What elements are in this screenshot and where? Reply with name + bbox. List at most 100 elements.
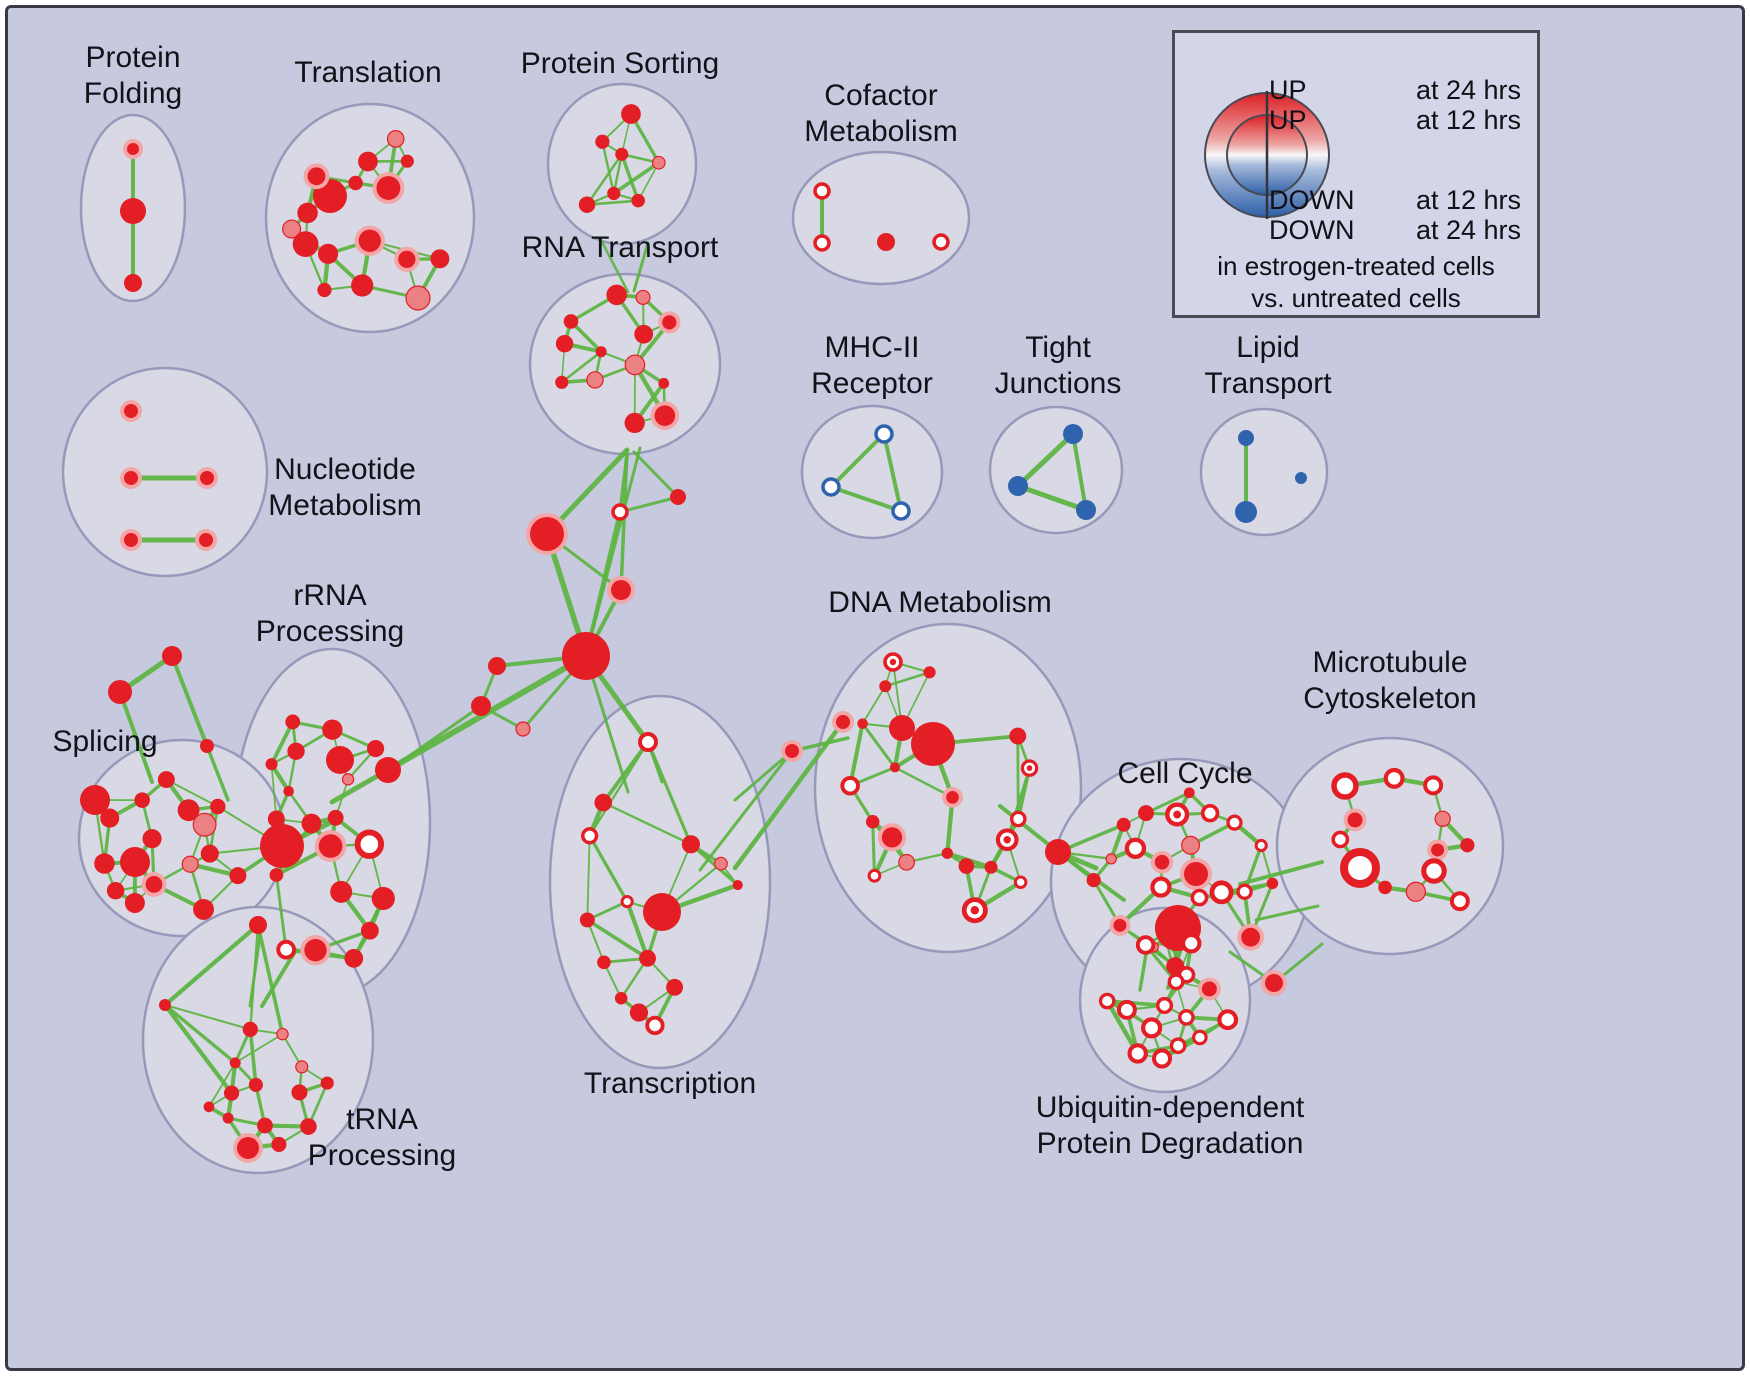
- gene-node: [291, 1084, 308, 1101]
- gene-node: [1192, 1029, 1208, 1046]
- network-edge: [170, 654, 209, 748]
- gene-node: [1181, 835, 1201, 855]
- gene-node: [579, 912, 595, 928]
- gene-node: [157, 771, 175, 789]
- gene-node: [1421, 858, 1447, 884]
- network-edge: [208, 1061, 237, 1108]
- network-edge: [560, 350, 603, 384]
- cluster-label-rrna-processing: rRNA Processing: [255, 579, 405, 648]
- gene-node: [515, 721, 531, 737]
- legend-row-down-12: DOWN at 12 hrs: [1269, 185, 1521, 216]
- legend-row-down-24: DOWN at 24 hrs: [1269, 215, 1521, 246]
- network-edge: [586, 918, 605, 964]
- gene-node: [344, 949, 364, 968]
- gene-node: [714, 856, 728, 871]
- gene-node: [923, 666, 936, 679]
- gene-node: [488, 657, 506, 675]
- network-edge: [601, 140, 616, 195]
- gene-node-core: [889, 658, 897, 666]
- network-edge: [260, 948, 298, 1008]
- gene-node: [317, 282, 332, 298]
- network-edge: [598, 236, 630, 294]
- network-edge: [162, 922, 261, 1008]
- network-edge: [882, 432, 903, 513]
- gene-node: [120, 847, 150, 877]
- cluster-label-dna-metabolism: DNA Metabolism: [828, 586, 1052, 619]
- gene-node: [578, 196, 596, 213]
- cluster-label-lipid-transport: Lipid Transport: [1204, 331, 1332, 400]
- gene-node: [1236, 883, 1253, 900]
- network-edge: [883, 671, 931, 688]
- network-edge: [248, 934, 262, 1008]
- gene-node: [662, 315, 677, 330]
- network-edge: [632, 241, 650, 293]
- network-edge: [1105, 999, 1167, 1008]
- gene-node: [681, 835, 700, 854]
- gene-node: [100, 808, 120, 828]
- gene-node: [624, 412, 645, 434]
- gene-node: [320, 1076, 334, 1090]
- network-edge: [733, 749, 794, 802]
- gene-node: [203, 1101, 215, 1113]
- gene-node: [1434, 810, 1451, 827]
- gene-node: [222, 1112, 234, 1124]
- gene-node: [94, 853, 115, 874]
- gene-node: [595, 346, 607, 358]
- cluster-label-protein-folding: Protein Folding: [83, 41, 183, 110]
- gene-node: [471, 696, 491, 716]
- cluster-ellipse-protein-sorting: [546, 82, 698, 246]
- gene-node: [193, 898, 214, 920]
- gene-node: [1141, 1017, 1163, 1039]
- gene-node: [318, 834, 343, 858]
- gene-node: [958, 858, 975, 874]
- cluster-label-rna-transport: RNA Transport: [521, 231, 719, 264]
- cluster-ellipse-tight-junctions: [988, 405, 1124, 535]
- gene-node: [813, 234, 831, 252]
- network-edge: [1238, 860, 1324, 886]
- cluster-label-tight-junctions: Tight Junctions: [994, 331, 1122, 400]
- cluster-ellipse-translation: [264, 102, 476, 334]
- gene-node: [1009, 810, 1027, 828]
- gene-node: [200, 739, 214, 753]
- gene-node: [1201, 981, 1217, 997]
- gene-node: [1383, 767, 1405, 789]
- gene-node: [1156, 925, 1174, 943]
- gene-node: [145, 876, 163, 893]
- gene-node: [1063, 424, 1083, 444]
- gene-node: [192, 812, 217, 837]
- gene-node: [80, 785, 110, 815]
- gene-node: [732, 879, 743, 891]
- gene-node: [199, 533, 213, 547]
- gene-node: [1423, 775, 1444, 796]
- gene-node: [620, 895, 634, 909]
- gene-node: [177, 799, 200, 822]
- gene-node: [1150, 876, 1172, 898]
- gene-node: [813, 182, 831, 200]
- network-edge: [618, 495, 680, 514]
- gene-node: [229, 1057, 241, 1069]
- legend-note-line1: in estrogen-treated cells: [1217, 251, 1495, 281]
- network-edge: [205, 744, 230, 802]
- gene-node: [1184, 862, 1208, 886]
- cluster-ellipse-transcription: [548, 694, 772, 1070]
- network-edge: [390, 704, 483, 770]
- gene-node: [1217, 1009, 1239, 1031]
- gene-node: [1105, 853, 1117, 865]
- network-edge: [861, 722, 897, 769]
- network-edge: [871, 820, 877, 878]
- gene-node: [874, 424, 894, 444]
- gene-node: [375, 757, 401, 783]
- gene-node: [1098, 992, 1116, 1010]
- gene-node: [330, 880, 353, 903]
- gene-node: [932, 233, 950, 251]
- gene-node: [124, 892, 145, 913]
- up-down-scale-icon: [1204, 91, 1330, 219]
- gene-node: [1340, 848, 1380, 888]
- gene-node: [840, 775, 860, 796]
- network-edge: [1015, 483, 1089, 513]
- legend-dir: DOWN: [1269, 185, 1355, 215]
- gene-node: [295, 1060, 309, 1074]
- gene-node: [1183, 787, 1195, 799]
- gene-node: [358, 151, 378, 172]
